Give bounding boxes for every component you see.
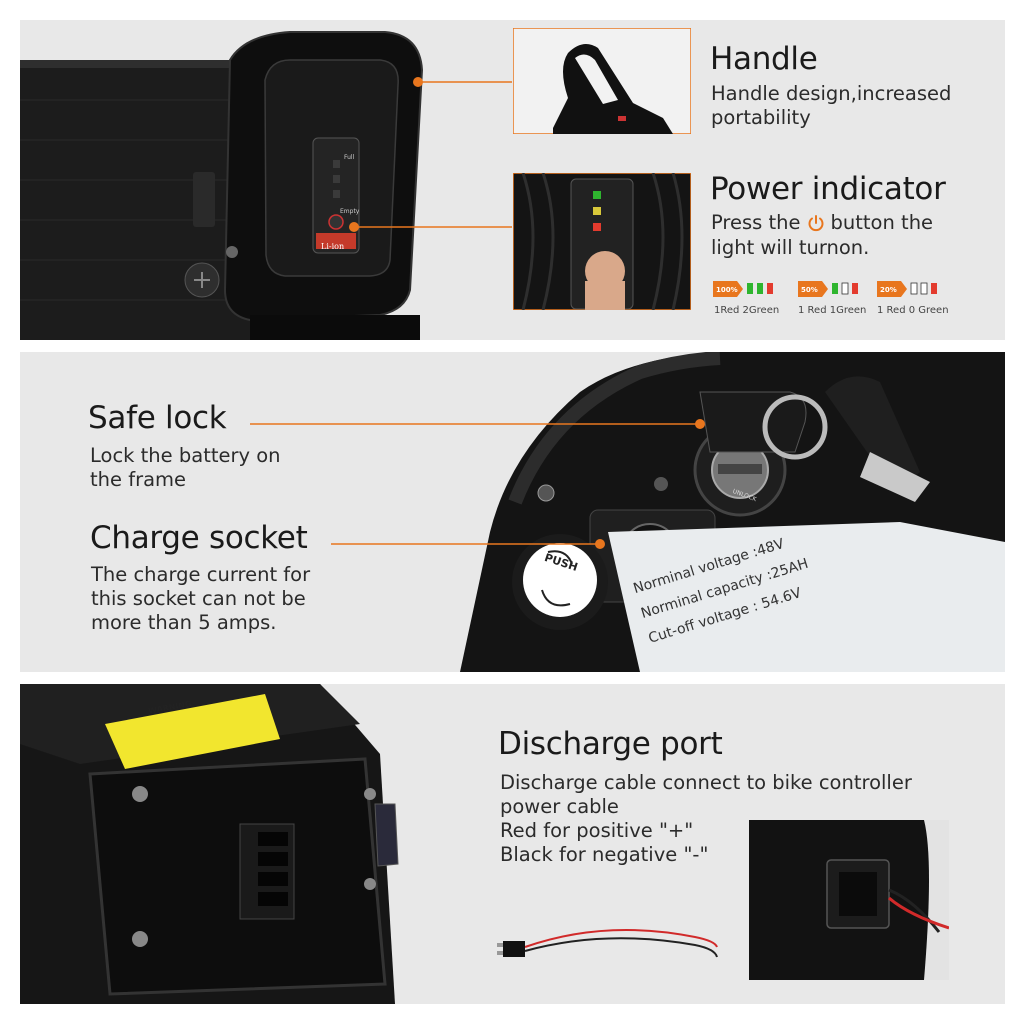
level-light [931,283,937,294]
power-indicator-title: Power indicator [710,171,946,207]
charge-socket-desc-line-2: this socket can not be [91,587,306,610]
safe-lock-desc-line-1: Lock the battery on [90,444,281,467]
level-arrow [877,281,907,297]
level-light [852,283,858,294]
handle-title: Handle [710,41,818,77]
desc-text-after: button the [830,211,934,234]
handle-desc-line-1: Handle design,increased [711,82,952,105]
level-caption-50: 1 Red 1Green [798,305,867,316]
power-icon [808,215,824,232]
power-indicator-desc-line-2: light will turnon. [711,236,870,259]
safe-lock-title: Safe lock [88,400,227,436]
discharge-port-panel: WARNING Discharge port Discharge cable c… [20,684,1005,1004]
handle-and-indicator-panel: Li-ion Full Empty Handle Handle design,i… [20,20,1005,340]
level-percent: 50% [801,286,818,294]
level-arrow [713,281,743,297]
lock-socket-photo [250,352,1005,672]
level-indicator-1: 50% [798,281,858,297]
level-indicators: 100% 50% 20% [713,281,937,297]
charge-socket-desc-line-1: The charge current for [91,563,311,586]
level-percent: 20% [880,286,897,294]
discharge-port-closeup-photo [749,820,949,980]
charge-socket-title: Charge socket [90,520,308,556]
level-indicator-0: 100% [713,281,773,297]
level-light [767,283,773,294]
charge-socket-desc-line-3: more than 5 amps. [91,611,277,634]
level-caption-100: 1Red 2Green [714,305,780,316]
level-light [910,282,918,295]
battery-end-photo [20,684,399,1004]
level-percent: 100% [716,286,738,294]
handle-closeup-photo [513,28,691,134]
level-arrow [798,281,828,297]
empty-label: Empty [340,208,360,215]
li-ion-label: Li-ion [321,242,345,251]
indicator-closeup-photo [513,173,691,310]
discharge-desc-line-2: power cable [500,795,619,818]
level-light [841,282,849,295]
level-indicator-2: 20% [877,281,937,297]
discharge-desc-line-3: Red for positive "+" [500,819,694,842]
safe-lock-desc-line-2: the frame [90,468,187,491]
battery-top-photo [20,31,512,340]
discharge-cable-photo [497,929,718,958]
full-label: Full [344,154,355,161]
handle-desc-line-2: portability [711,106,811,129]
discharge-port-title: Discharge port [498,726,723,762]
discharge-desc-line-4: Black for negative "-" [500,843,709,866]
desc-text-before: Press the [711,211,801,234]
level-light [747,283,753,294]
level-light [920,282,928,295]
level-light [832,283,838,294]
level-light [757,283,763,294]
power-indicator-desc-line-1: Press the button the [711,211,933,235]
discharge-desc-line-1: Discharge cable connect to bike controll… [500,771,912,794]
lock-and-socket-panel: PUSH UNLOCK Norminal voltage :48V Normin… [20,352,1005,672]
level-caption-20: 1 Red 0 Green [877,305,949,316]
